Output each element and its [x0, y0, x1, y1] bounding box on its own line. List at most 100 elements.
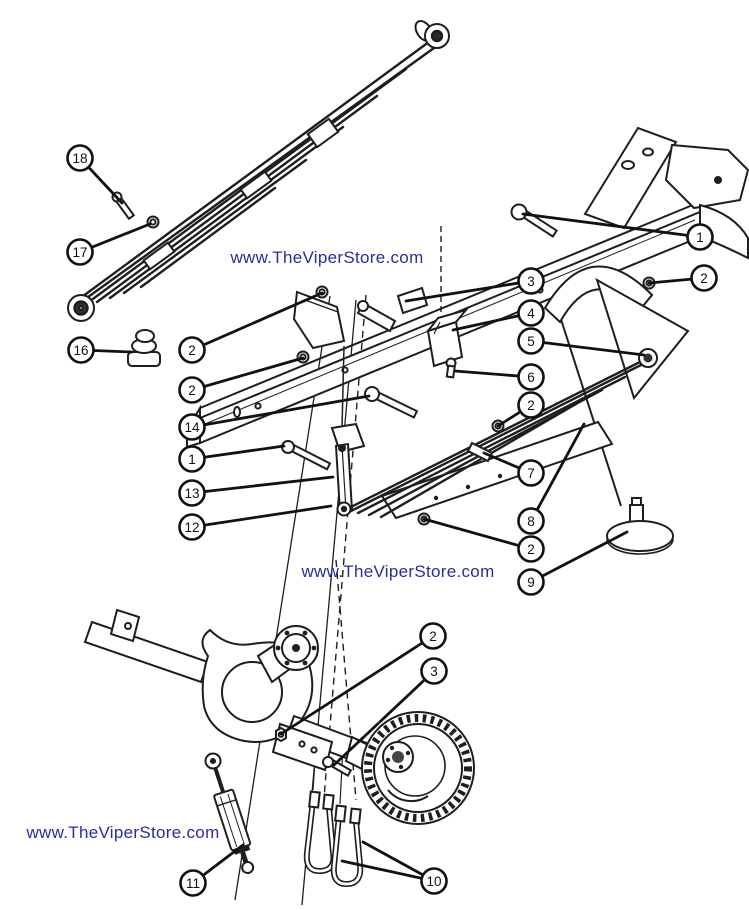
axle-tube-left	[83, 620, 210, 684]
callout-number: 2	[188, 343, 196, 358]
callout-leader-line	[279, 634, 435, 736]
callout-circle	[517, 535, 545, 563]
callout-2-4: 2	[178, 356, 305, 404]
callout-4-12: 4	[451, 299, 545, 332]
callout-circle	[420, 867, 448, 895]
callout-circle	[178, 513, 206, 541]
callout-2-3: 2	[178, 291, 324, 364]
callout-circle	[517, 391, 545, 419]
callout-circle	[686, 223, 714, 251]
bolt-1-upper	[510, 203, 559, 238]
callout-number: 11	[186, 876, 200, 891]
spring-clip	[466, 441, 494, 463]
nut-17	[146, 215, 160, 229]
callout-leader-line	[190, 444, 286, 461]
callout-6-14: 6	[453, 363, 545, 391]
callout-circle	[517, 507, 545, 535]
crossmember	[583, 126, 678, 230]
callout-circle	[67, 336, 95, 364]
callout-number: 13	[184, 486, 199, 501]
callout-leader-line	[529, 530, 629, 584]
callout-leader-line	[332, 669, 436, 767]
callout-number: 8	[527, 514, 535, 529]
callout-3-21: 3	[332, 657, 448, 767]
callout-circle	[517, 363, 545, 391]
callout-number: 10	[426, 874, 441, 889]
callout-circle	[420, 657, 448, 685]
callout-circle	[419, 622, 447, 650]
callout-leader-line	[190, 356, 305, 392]
callout-number: 2	[527, 542, 535, 557]
callout-leader-line	[422, 517, 533, 551]
callout-leader-line	[190, 504, 333, 529]
callout-18-0: 18	[66, 144, 124, 205]
callout-number: 3	[527, 274, 535, 289]
callout-circle	[517, 459, 545, 487]
callout-number: 1	[696, 230, 704, 245]
callout-11-22: 11	[179, 843, 245, 897]
callout-8-17: 8	[517, 422, 586, 535]
callout-number: 5	[527, 334, 535, 349]
callout-circle	[179, 869, 207, 897]
callout-1-6: 1	[178, 444, 286, 473]
callout-7-16: 7	[482, 451, 545, 487]
callout-number: 12	[184, 520, 199, 535]
callout-number: 3	[430, 664, 438, 679]
callout-circle	[690, 264, 718, 292]
callout-circle	[178, 479, 206, 507]
callout-number: 14	[184, 420, 200, 435]
callout-17-1: 17	[66, 222, 152, 266]
callout-16-2: 16	[67, 336, 134, 364]
callout-circle	[178, 445, 206, 473]
callout-circle	[66, 144, 94, 172]
callout-1-9: 1	[521, 212, 714, 251]
front-spring-hanger	[292, 290, 346, 350]
jounce-bumper-bracket	[425, 308, 469, 379]
callout-number: 4	[527, 306, 535, 321]
shackle-pin-lower	[340, 505, 348, 513]
watermark-middle: www.TheViperStore.com	[300, 562, 494, 581]
callout-number: 17	[72, 245, 87, 260]
callout-14-5: 14	[178, 394, 371, 441]
callout-circle	[517, 327, 545, 355]
callout-number: 2	[700, 271, 708, 286]
callout-number: 2	[429, 629, 437, 644]
shock-absorber	[204, 752, 255, 875]
callout-leader-line	[190, 394, 371, 429]
watermark-top: www.TheViperStore.com	[229, 248, 423, 267]
callout-number: 2	[527, 398, 535, 413]
callout-circle	[517, 568, 545, 596]
callout-number: 6	[527, 370, 535, 385]
upper-leaf-spring	[67, 20, 450, 322]
callout-circle	[66, 238, 94, 266]
callout-number: 9	[527, 575, 535, 590]
callout-leader-line	[529, 339, 646, 357]
callout-number: 1	[188, 452, 196, 467]
callout-leader-line	[190, 475, 335, 495]
callout-leader-line	[521, 212, 702, 239]
wheel-arch-bracket	[543, 265, 654, 324]
callout-leader-line	[190, 291, 324, 352]
callout-circle	[178, 376, 206, 404]
callout-9-19: 9	[517, 530, 629, 596]
callout-circle	[178, 413, 206, 441]
callout-13-7: 13	[178, 475, 335, 507]
callout-10-23: 10	[340, 840, 448, 895]
callout-number: 7	[527, 466, 535, 481]
callout-2-20: 2	[279, 622, 447, 736]
callout-number: 2	[188, 383, 196, 398]
u-bolts	[303, 790, 364, 888]
spring-clamp	[142, 241, 176, 271]
rear-axle-assembly	[83, 608, 382, 773]
jounce-bumper-16	[127, 329, 161, 367]
watermark-bottom: www.TheViperStore.com	[25, 823, 219, 842]
callout-2-18: 2	[422, 517, 545, 563]
bump-stop-9	[606, 497, 674, 555]
brake-drum	[361, 711, 475, 825]
callout-circle	[178, 336, 206, 364]
callout-number: 18	[72, 151, 87, 166]
callout-number: 16	[73, 343, 88, 358]
